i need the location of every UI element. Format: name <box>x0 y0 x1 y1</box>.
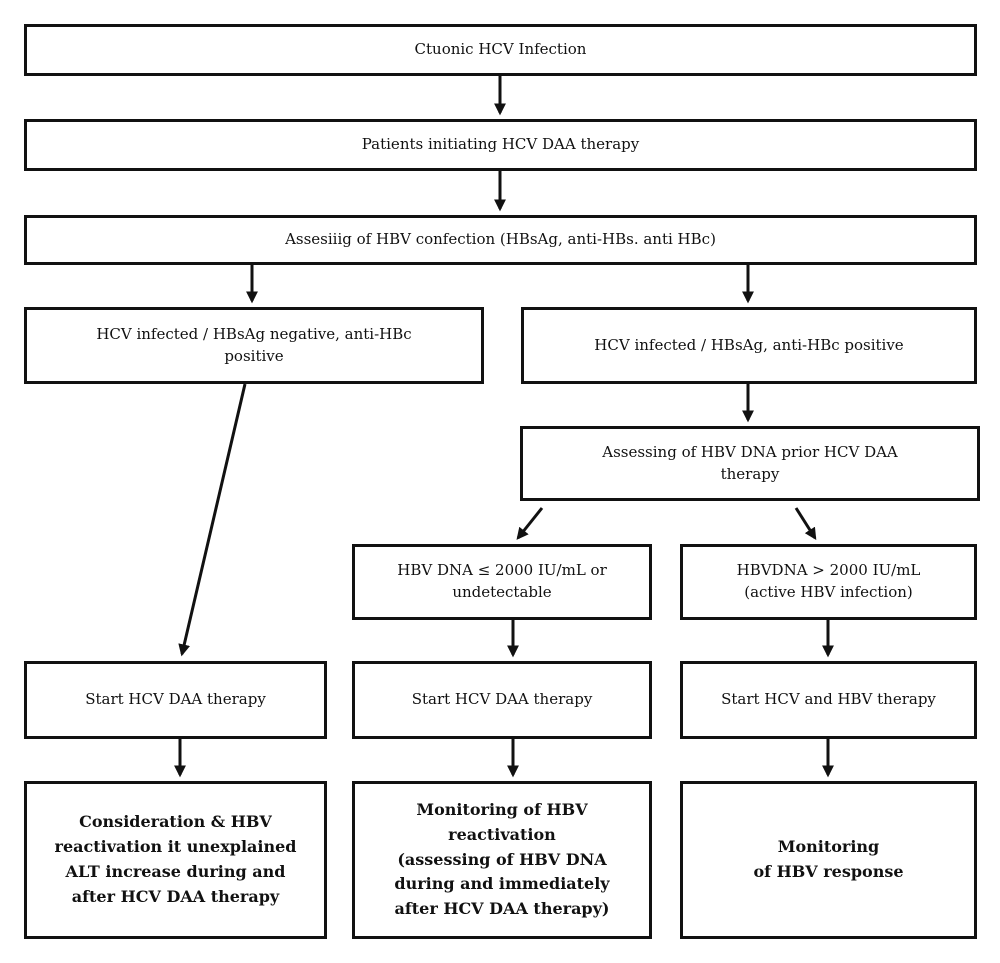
left-outcome-line-3: ALT increase during and <box>65 862 286 881</box>
high-dna-condition-box: HBVDNA > 2000 IU/mL (active HBV infectio… <box>680 544 977 620</box>
left-condition-line-2: positive <box>224 346 284 365</box>
middle-start-therapy-box: Start HCV DAA therapy <box>352 661 652 739</box>
low-dna-line-2: undetectable <box>452 583 552 601</box>
right-start-therapy-box: Start HCV and HBV therapy <box>680 661 977 739</box>
left-condition-box: HCV infected / HBsAg negative, anti-HBc … <box>24 307 484 384</box>
high-dna-line-2: (active HBV infection) <box>744 583 913 601</box>
middle-outcome-line-2: reactivation <box>448 824 556 844</box>
middle-outcome-box: Monitoring of HBV reactivation (assessin… <box>352 781 652 939</box>
chronic-infection-box: Ctuonic HCV Infection <box>24 24 977 76</box>
assess-dna-box: Assessing of HBV DNA prior HCV DAA thera… <box>520 426 980 501</box>
middle-outcome-line-5: after HCV DAA therapy) <box>394 899 610 919</box>
right-condition-text: HCV infected / HBsAg, anti-HBc positive <box>594 335 904 354</box>
arrow-assess-dna-to-low-dna <box>516 507 544 540</box>
right-outcome-line-2: of HBV response <box>753 862 904 881</box>
assess-dna-line-2: therapy <box>720 464 780 483</box>
high-dna-line-1: HBVDNA > 2000 IU/mL <box>736 561 921 580</box>
right-outcome-box: Monitoring of HBV response <box>680 781 977 939</box>
left-outcome-line-4: after HCV DAA therapy <box>71 886 280 906</box>
arrow-left-condition-to-start <box>178 383 247 657</box>
left-outcome-line-2: reactivation it unexplained <box>54 837 297 857</box>
initiating-therapy-box: Patients initiating HCV DAA therapy <box>24 119 977 171</box>
middle-outcome-line-4: during and immediately <box>394 874 610 894</box>
initiating-therapy-text: Patients initiating HCV DAA therapy <box>361 135 640 154</box>
left-outcome-line-1: Consideration & HBV <box>79 812 272 832</box>
middle-outcome-line-3: (assessing of HBV DNA <box>397 849 607 869</box>
low-dna-condition-box: HBV DNA ≤ 2000 IU/mL or undetectable <box>352 544 652 620</box>
low-dna-line-1: HBV DNA ≤ 2000 IU/mL or <box>397 561 607 580</box>
assess-dna-line-1: Assessing of HBV DNA prior HCV DAA <box>602 442 898 461</box>
right-start-therapy-text: Start HCV and HBV therapy <box>721 690 936 709</box>
left-start-therapy-text: Start HCV DAA therapy <box>85 690 266 709</box>
chronic-infection-text: Ctuonic HCV Infection <box>414 40 587 59</box>
left-start-therapy-box: Start HCV DAA therapy <box>24 661 327 739</box>
left-outcome-box: Consideration & HBV reactivation it unex… <box>24 781 327 939</box>
arrow-assess-dna-to-high-dna <box>794 507 817 541</box>
middle-start-therapy-text: Start HCV DAA therapy <box>411 690 593 709</box>
right-outcome-line-1: Monitoring <box>777 837 880 857</box>
right-condition-box: HCV infected / HBsAg, anti-HBc positive <box>521 307 977 384</box>
assessing-coinfection-box: Assesiiig of HBV confection (HBsAg, anti… <box>24 215 977 265</box>
assessing-coinfection-text: Assesiiig of HBV confection (HBsAg, anti… <box>285 230 716 249</box>
left-condition-line-1: HCV infected / HBsAg negative, anti-HBc <box>96 324 412 343</box>
middle-outcome-line-1: Monitoring of HBV <box>416 800 588 819</box>
